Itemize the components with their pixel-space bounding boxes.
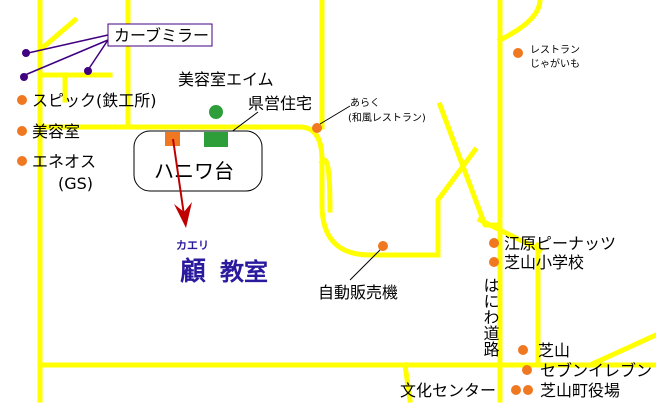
gs-label: (GS) bbox=[58, 174, 93, 193]
school-kanji: 顧 bbox=[180, 256, 206, 287]
jagaimo-label: じゃがいも bbox=[530, 57, 580, 70]
ehara-marker-icon bbox=[489, 238, 499, 248]
eneos-label: エネオス bbox=[32, 152, 96, 171]
road-bottom-small bbox=[402, 362, 413, 403]
curve-mirror-icon bbox=[22, 49, 30, 57]
seven-marker-icon bbox=[522, 365, 532, 375]
roads bbox=[36, 0, 656, 403]
haniwa-road-label: はにわ道路 bbox=[481, 277, 500, 357]
jagaimo-marker-icon bbox=[513, 48, 523, 58]
mirror-callout-line bbox=[87, 39, 109, 71]
road-diagonal-north bbox=[436, 101, 503, 228]
araku-pointer-line bbox=[319, 105, 351, 125]
kenei-label: 県営住宅 bbox=[248, 94, 312, 113]
road-main-horizontal bbox=[37, 124, 325, 163]
shibayama-marker-icon bbox=[518, 345, 528, 355]
road-east-diag bbox=[435, 146, 479, 258]
townhall-marker-icon bbox=[523, 385, 533, 395]
curve-mirror-icon bbox=[84, 67, 92, 75]
school-name: 教室 bbox=[220, 258, 268, 286]
beauty-aim-label: 美容室エイム bbox=[178, 70, 274, 89]
ehara-label: 江原ピーナッツ bbox=[504, 234, 616, 253]
curve-mirrors: カーブミラー bbox=[20, 23, 213, 81]
biyoushitsu-label: 美容室 bbox=[32, 122, 80, 141]
school-furigana: カエリ bbox=[176, 239, 209, 252]
araku-sub-label: (和風レストラン) bbox=[348, 112, 426, 124]
araku-label: あらく bbox=[350, 97, 380, 109]
vending-marker-icon bbox=[378, 241, 388, 251]
seven-label: セブンイレブン bbox=[540, 361, 652, 380]
mirror-callout-line bbox=[24, 39, 109, 76]
biyoushitsu-marker-icon bbox=[17, 126, 27, 136]
shibayama-school-label: 芝山小学校 bbox=[504, 253, 584, 272]
vending-pointer-line bbox=[349, 249, 381, 281]
bunka-marker-icon bbox=[511, 385, 521, 395]
road-ehara-connector bbox=[476, 216, 544, 254]
haniwa-label: ハニワ台 bbox=[154, 159, 234, 183]
arrow-line bbox=[172, 138, 185, 216]
road-bottom-right bbox=[586, 332, 656, 369]
restaurant-label: レストラン bbox=[530, 44, 580, 56]
curve-mirror-icon bbox=[20, 73, 28, 81]
bunka-label: 文化センター bbox=[400, 381, 496, 400]
mirror-callout-line bbox=[27, 34, 109, 54]
spick-marker-icon bbox=[17, 95, 27, 105]
curve-mirror-label: カーブミラー bbox=[114, 26, 209, 45]
araku-marker-icon bbox=[312, 123, 322, 133]
spick-label: スピック(鉄工所) bbox=[32, 91, 157, 110]
vending-label: 自動販売機 bbox=[318, 283, 398, 302]
road-left-top-stub bbox=[36, 16, 79, 54]
beauty-aim-marker-icon bbox=[209, 105, 223, 119]
eneos-marker-icon bbox=[17, 156, 27, 166]
shibayama-label: 芝山 bbox=[538, 341, 570, 360]
housing-marker-icon bbox=[204, 132, 228, 147]
arrow-down-icon bbox=[174, 202, 192, 228]
road-top-right-bend bbox=[496, 0, 543, 44]
road-bend-to-vertical bbox=[318, 157, 333, 213]
road-right-of-bend bbox=[319, 157, 441, 258]
shibayama-school-marker-icon bbox=[489, 257, 499, 267]
townhall-label: 芝山町役場 bbox=[540, 381, 620, 400]
school-marker-icon bbox=[165, 132, 180, 146]
